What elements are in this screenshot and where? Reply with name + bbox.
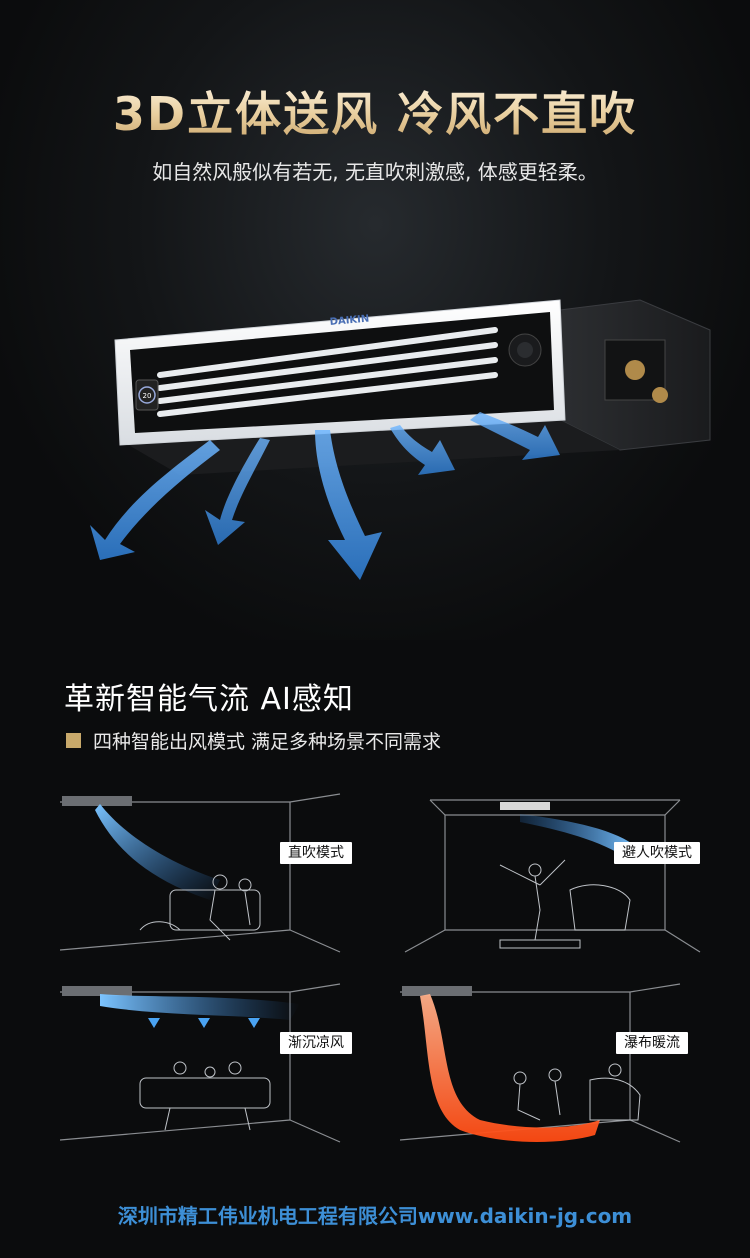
mode-scene-gradual: 渐沉凉风 [60, 980, 380, 1150]
hero-title: 3D立体送风 冷风不直吹 [0, 78, 750, 144]
svg-text:DAIKIN: DAIKIN [329, 314, 369, 328]
svg-text:20: 20 [143, 392, 152, 400]
hero-subtitle: 如自然风般似有若无, 无直吹刺激感, 体感更轻柔。 [152, 160, 598, 184]
mode-label-warm: 瀑布暖流 [616, 1032, 688, 1054]
feature-subheading: 四种智能出风模式 满足多种场景不同需求 [93, 730, 442, 753]
mode-label-direct: 直吹模式 [280, 842, 352, 864]
mode-scene-direct: 直吹模式 [60, 790, 380, 960]
mode-label-gradual: 渐沉凉风 [280, 1032, 352, 1054]
footer-company-url[interactable]: 深圳市精工伟业机电工程有限公司www.daikin-jg.com [117, 1204, 633, 1228]
mode-label-avoid: 避人吹模式 [614, 842, 700, 864]
feature-heading: 革新智能气流 AI感知 [64, 682, 354, 717]
feature-subheading-row: 四种智能出风模式 满足多种场景不同需求 [66, 727, 441, 753]
ac-unit-illustration: 20 DAIKIN [60, 270, 720, 610]
mode-scene-warm: 瀑布暖流 [400, 980, 720, 1150]
mode-scene-avoid: 避人吹模式 [400, 790, 720, 960]
gold-square-icon [66, 732, 81, 748]
